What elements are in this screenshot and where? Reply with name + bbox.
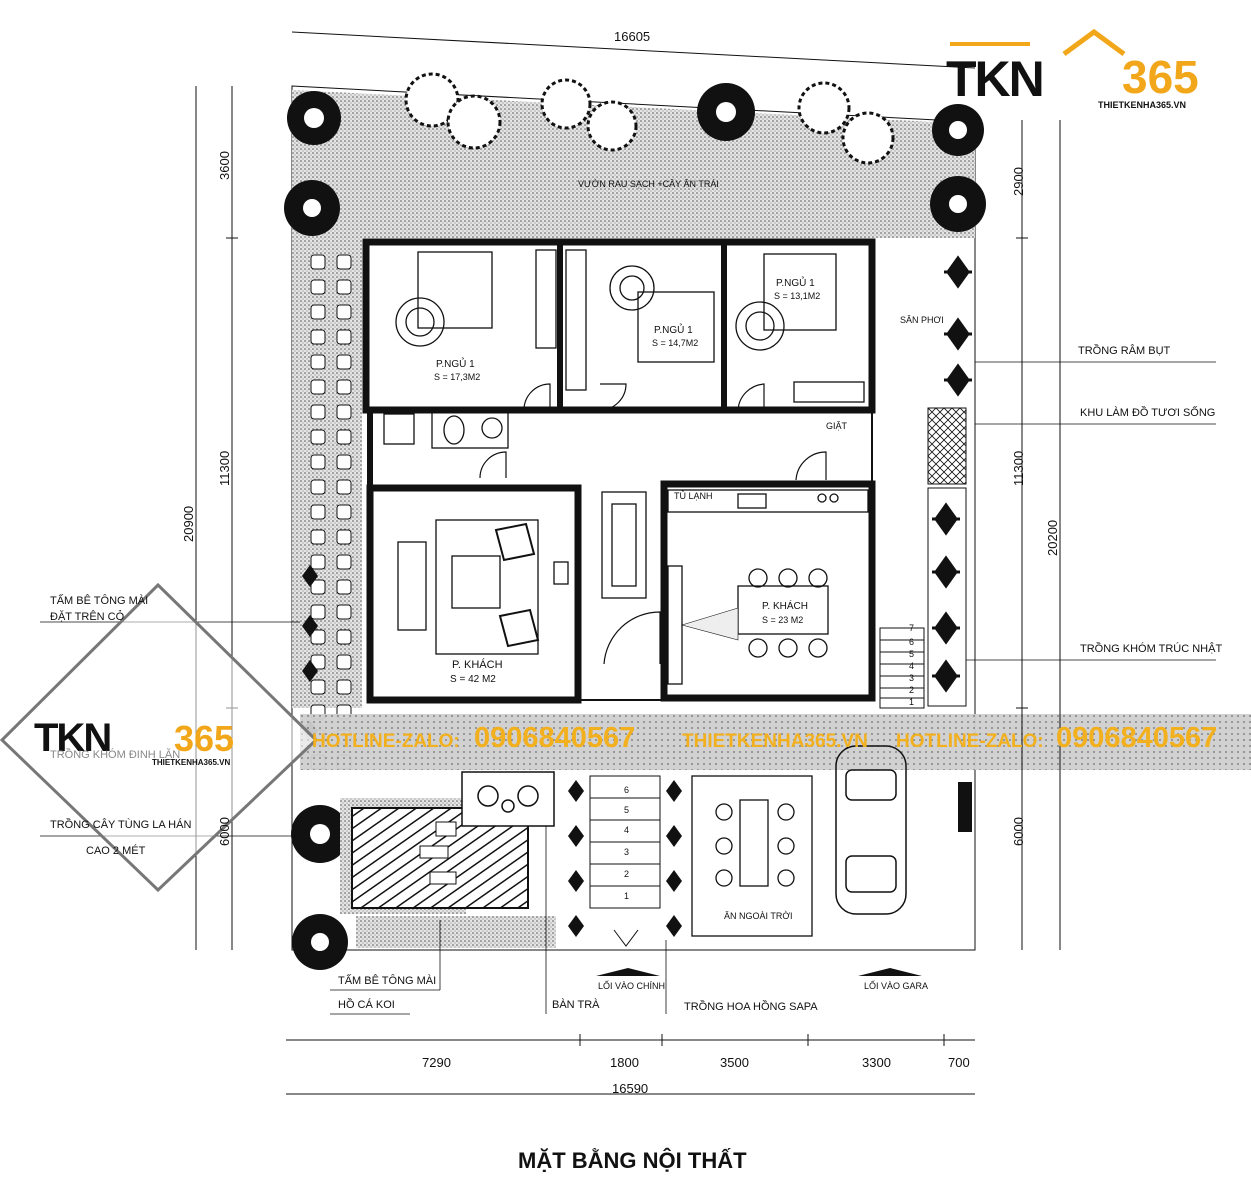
entry-step-3: 3	[624, 847, 630, 857]
fresh-food-label: KHU LÀM ĐỒ TƯƠI SỐNG	[1080, 407, 1216, 419]
fresh-food-area	[927, 407, 967, 485]
concrete-grass-label-1: TẤM BÊ TÔNG MÀI	[50, 595, 149, 607]
laundry-label: GIẶT	[826, 421, 848, 431]
bedroom-left-name: P.NGỦ 1	[436, 359, 475, 370]
logo-website: THIETKENHA365.VN	[1098, 100, 1187, 110]
watermark-diamond	[0, 582, 319, 893]
stair-num-3: 3	[909, 673, 915, 683]
outdoor-dining-area	[691, 775, 813, 937]
entry-step-4: 4	[624, 825, 630, 835]
stair-num-1: 1	[909, 697, 915, 707]
logo-watermark: TKN 365 THIETKENHA365.VN	[34, 716, 284, 776]
entry-steps	[589, 775, 661, 947]
entry-step-6: 6	[624, 785, 630, 795]
dim-bottom-seg-1: 7290	[422, 1055, 451, 1070]
fridge-label: TỦ LẠNH	[674, 491, 713, 501]
watermark-brand-left: TKN	[34, 716, 112, 760]
tree-icons	[284, 72, 986, 970]
garage-entrance-label: LỐI VÀO GARA	[864, 981, 929, 991]
car-icon	[835, 745, 907, 915]
stair-right	[879, 627, 925, 709]
dim-right-3: 6000	[1011, 817, 1026, 846]
bathroom-fixtures	[383, 411, 509, 449]
hibiscus-label: TRỒNG RÂM BỤT	[1078, 345, 1171, 357]
stair-num-7: 7	[909, 623, 915, 633]
dim-bottom-seg-2: 1800	[610, 1055, 639, 1070]
dimension-lines	[195, 31, 1061, 1095]
dim-bottom-seg-3: 3500	[720, 1055, 749, 1070]
tea-table-set	[461, 771, 555, 827]
gate-pillar	[958, 782, 972, 832]
lan-clump-label: TRỒNG KHÓM ĐINH LĂN	[50, 749, 181, 761]
main-entrance-label: LỐI VÀO CHÍNH	[598, 981, 666, 991]
bedroom-right-name: P.NGỦ 1	[776, 278, 815, 289]
living-main-area: S = 42 M2	[450, 674, 496, 685]
door-swings	[479, 383, 827, 665]
dim-left-2: 11300	[217, 450, 232, 486]
hotline-band	[300, 714, 1251, 770]
leader-lines	[40, 361, 1216, 1015]
hotline-label-2: HOTLINE-ZALO:	[896, 731, 1044, 752]
dim-bottom-seg-5: 700	[948, 1055, 970, 1070]
logo-brand-left: TKN	[946, 51, 1045, 107]
stair-num-2: 2	[909, 685, 915, 695]
dim-right-total: 20200	[1045, 519, 1060, 556]
hotline-phone-1: 0906840567	[474, 722, 636, 754]
outdoor-dining-label: ĂN NGOÀI TRỜI	[724, 911, 793, 921]
dim-left-total: 20900	[181, 505, 196, 542]
entry-step-1: 1	[624, 891, 630, 901]
drying-yard-label: SÂN PHƠI	[900, 315, 944, 325]
bedroom-right-area: S = 13,1M2	[774, 291, 821, 301]
kitchen-furniture	[667, 489, 869, 685]
logo-top-right: TKN 365 THIETKENHA365.VN	[946, 24, 1246, 114]
living-room-furniture	[397, 491, 647, 655]
tea-table-label: BÀN TRÀ	[552, 999, 600, 1011]
living-kitchen-area: S = 23 M2	[762, 615, 804, 625]
dim-bottom-total: 16590	[612, 1081, 649, 1096]
watermark-brand-right: 365	[174, 718, 235, 759]
concrete-slab-label: TẤM BÊ TÔNG MÀI	[338, 975, 437, 987]
stair-num-4: 4	[909, 661, 915, 671]
logo-house-icon	[950, 28, 1126, 57]
stair-num-6: 6	[909, 637, 915, 647]
bedroom-middle-name: P.NGỦ 1	[654, 325, 693, 336]
living-main-name: P. KHÁCH	[452, 659, 503, 671]
tung-tree-label-2: CAO 2 MÉT	[86, 845, 146, 857]
dim-right-1: 2900	[1011, 167, 1026, 196]
dim-top-total: 16605	[614, 29, 651, 44]
hotline-label-1: HOTLINE-ZALO:	[312, 731, 460, 752]
dim-right-2: 11300	[1011, 450, 1026, 486]
bamboo-planter	[927, 487, 967, 707]
bedroom-furniture	[395, 249, 865, 403]
dim-left-1: 3600	[217, 151, 232, 180]
bedroom-left-area: S = 17,3M2	[434, 372, 481, 382]
rose-bed-label: TRỒNG HOA HỒNG SAPA	[684, 1001, 818, 1013]
dim-left-3: 6000	[217, 817, 232, 846]
hotline-website: THIETKENHA365.VN	[682, 731, 868, 752]
concrete-grass-label-2: ĐẶT TRÊN CỎ	[50, 611, 125, 623]
hotline-phone-2: 0906840567	[1056, 722, 1218, 754]
stair-num-5: 5	[909, 649, 915, 659]
entrance-arrows	[596, 968, 922, 976]
entry-step-5: 5	[624, 805, 630, 815]
tung-tree-label-1: TRỒNG CÂY TÙNG LA HÁN	[50, 819, 192, 831]
bedroom-middle-area: S = 14,7M2	[652, 338, 699, 348]
logo-brand-right: 365	[1122, 51, 1199, 103]
plan-title: MẶT BẰNG NỘI THẤT	[518, 1148, 747, 1173]
bamboo-label: TRỒNG KHÓM TRÚC NHẬT	[1080, 643, 1223, 655]
garden-label: VƯỜN RAU SẠCH +CÂY ĂN TRÁI	[578, 179, 719, 189]
koi-pond-label: HỒ CÁ KOI	[338, 999, 395, 1011]
entry-step-2: 2	[624, 869, 630, 879]
dim-bottom-seg-4: 3300	[862, 1055, 891, 1070]
living-kitchen-name: P. KHÁCH	[762, 601, 808, 612]
watermark-website: THIETKENHA365.VN	[152, 758, 231, 767]
house-walls	[362, 238, 876, 704]
